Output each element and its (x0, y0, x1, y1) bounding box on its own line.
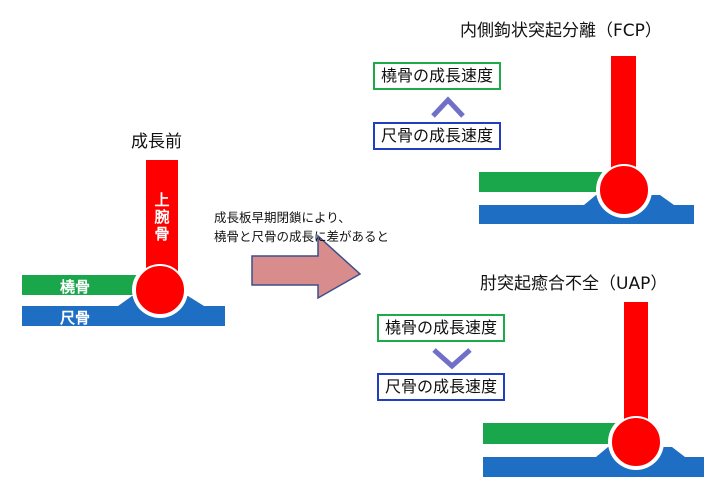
uap-ulna-speed-box: 尺骨の成長速度 (377, 373, 506, 401)
transition-arrow (251, 234, 362, 300)
before-humerus-head (134, 264, 186, 316)
humerus-label: 上 腕 骨 (153, 192, 171, 243)
humerus-label-char: 上 (154, 191, 170, 209)
ulna-label: 尺骨 (60, 309, 91, 327)
humerus-label-char: 腕 (154, 208, 170, 226)
uap-less-than-icon (432, 348, 472, 370)
before-humerus-shaft (146, 160, 178, 280)
uap-radius-bar (483, 423, 619, 444)
uap-ulna-bar (483, 447, 704, 477)
fcp-greater-than-icon (431, 96, 465, 118)
uap-joint (483, 302, 704, 477)
humerus-label-char: 骨 (154, 225, 170, 243)
fcp-ulna-speed-box: 尺骨の成長速度 (373, 122, 502, 150)
transition-caption: 成長板早期閉鎖により、 橈骨と尺骨の成長に差があると (214, 208, 389, 246)
fcp-radius-speed-box: 橈骨の成長速度 (373, 62, 502, 90)
uap-humerus-head (610, 416, 662, 468)
uap-title: 肘突起癒合不全（UAP） (480, 274, 668, 294)
fcp-radius-bar (479, 172, 603, 192)
fcp-humerus-head (598, 164, 650, 216)
before-title: 成長前 (131, 132, 182, 152)
uap-humerus-shaft (624, 302, 648, 432)
fcp-title: 内側鉤状突起分離（FCP） (460, 21, 662, 41)
before-joint (22, 160, 225, 326)
transition-caption-line2: 橈骨と尺骨の成長に差があると (214, 229, 390, 244)
before-ulna-bar (22, 296, 225, 326)
before-radius-bar (22, 275, 140, 295)
uap-radius-speed-box: 橈骨の成長速度 (377, 314, 506, 342)
fcp-joint (479, 56, 694, 224)
radius-label: 橈骨 (60, 278, 91, 296)
fcp-ulna-bar (479, 195, 694, 224)
transition-caption-line1: 成長板早期閉鎖により、 (214, 210, 351, 225)
